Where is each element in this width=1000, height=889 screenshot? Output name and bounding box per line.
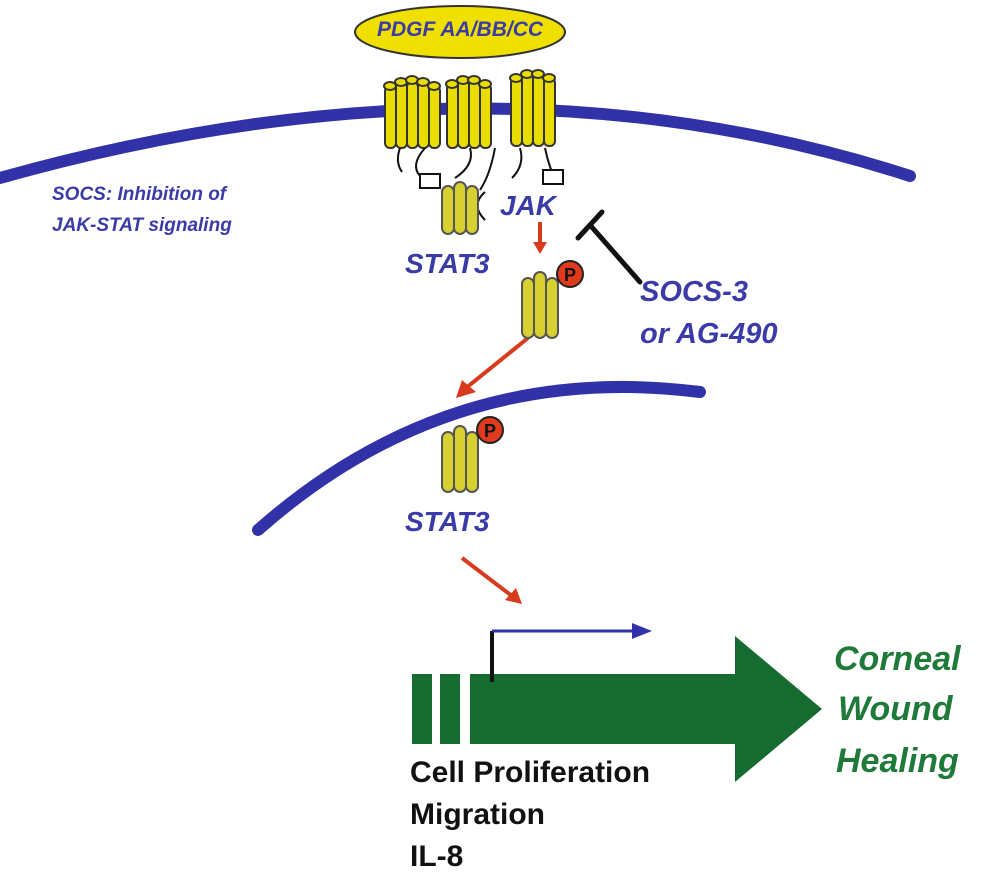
outcome-line3: Healing — [836, 742, 959, 780]
gene-bar-2 — [440, 674, 460, 744]
receptor-cluster-middle — [445, 75, 492, 149]
gene-target-line3: IL-8 — [410, 840, 464, 873]
transcription-start-arrow — [490, 623, 652, 682]
receptor-cluster-right — [509, 69, 556, 147]
inhibitor-label-line1: SOCS-3 — [640, 276, 748, 308]
receptor-cluster-left — [383, 75, 441, 149]
ligand-label: PDGF AA/BB/CC — [376, 18, 544, 41]
stat3-nucleus-label: STAT3 — [405, 506, 490, 537]
socs-note-line1: SOCS: Inhibition of — [52, 184, 227, 205]
jak-label: JAK — [500, 190, 557, 221]
inhibitor-label-line2: or AG-490 — [640, 318, 778, 350]
outcome-line1: Corneal — [834, 640, 961, 678]
jak-box-right — [542, 169, 564, 185]
nuclear-membrane — [252, 380, 706, 536]
socs-note-line2: JAK-STAT signaling — [52, 215, 232, 236]
jak-box-left — [419, 173, 441, 189]
gene-target-line1: Cell Proliferation — [410, 756, 651, 789]
pdgf-ligand — [354, 5, 566, 59]
stat3-cytoplasm-label: STAT3 — [405, 248, 490, 279]
stat3-phosphorylated-nucleus — [441, 425, 479, 493]
stat3-phosphorylated-cytoplasm — [521, 271, 559, 339]
phospho-label-nucleus: P — [484, 421, 496, 441]
gene-arrow — [470, 636, 822, 782]
outcome-line2: Wound — [838, 690, 953, 728]
gene-target-line2: Migration — [410, 798, 545, 831]
stat3-receptor-bound — [441, 181, 479, 235]
activation-arrows — [456, 222, 547, 604]
phospho-label-cytoplasm: P — [564, 265, 576, 285]
phospho-circle-cytoplasm — [556, 260, 584, 288]
phospho-circle-nucleus — [476, 416, 504, 444]
gene-bar-1 — [412, 674, 432, 744]
inhibition-symbol — [575, 209, 643, 285]
